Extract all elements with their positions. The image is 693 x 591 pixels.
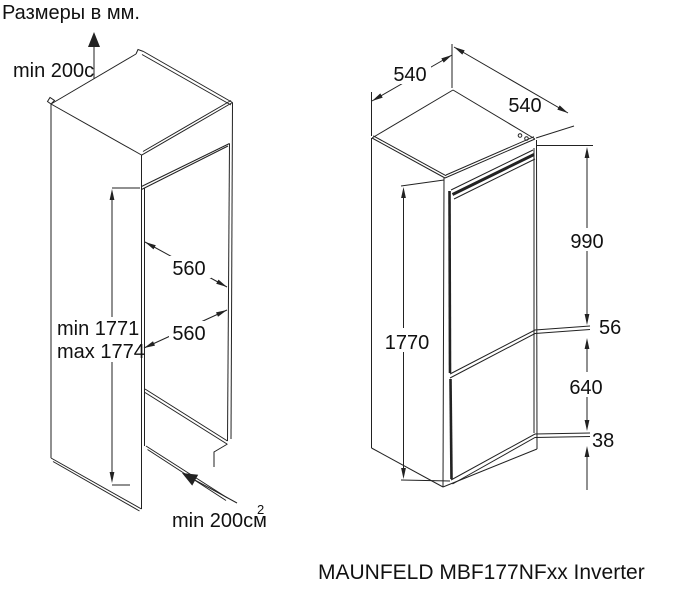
arrow-up-icon — [401, 187, 406, 198]
refrigerator-drawing — [371, 89, 591, 488]
arrow-upleft-icon — [454, 47, 465, 55]
arrow-upright-icon — [441, 55, 452, 63]
appliance-height-label: 1770 — [385, 332, 430, 354]
arrow-up-icon — [584, 147, 590, 158]
divider-gap-label: 56 — [599, 317, 621, 339]
page-title: Размеры в мм. — [2, 2, 140, 24]
arrow-up-icon — [584, 446, 590, 457]
appliance-width-label: 540 — [508, 95, 541, 117]
top-clearance-label: min 200c — [13, 60, 94, 82]
arrow-up-icon — [109, 189, 115, 200]
arrow-down-icon — [109, 472, 115, 483]
arrow-down-icon — [584, 420, 590, 431]
arrow-downright-icon — [557, 105, 568, 113]
arrow-up-icon — [584, 338, 590, 349]
appliance-depth-dimension — [371, 44, 453, 136]
arrow-upright-icon — [216, 310, 227, 317]
arrow-down-icon — [584, 314, 590, 325]
arrow-downright-icon — [216, 279, 227, 287]
bottom-vent-label: min 200см — [172, 510, 267, 532]
bottom-vent-sup: 2 — [257, 502, 264, 517]
niche-width-label: 560 — [172, 323, 205, 345]
freezer-door-height-label: 640 — [569, 377, 602, 399]
arrow-upleft-icon — [182, 473, 199, 486]
model-caption: MAUNFELD MBF177NFxx Inverter — [318, 561, 645, 584]
appliance-width-dimension — [453, 46, 575, 139]
bottom-vent-dimension — [182, 473, 238, 504]
niche-height-min-label: min 1771 — [57, 318, 139, 340]
arrow-up-icon — [88, 32, 100, 47]
fridge-door-height-label: 990 — [570, 231, 603, 253]
hinge-cover-icon — [517, 133, 523, 138]
plinth-gap-label: 38 — [592, 430, 614, 452]
arrow-downleft-icon — [372, 93, 383, 101]
cabinet-niche-drawing — [46, 48, 233, 512]
appliance-depth-label: 540 — [393, 64, 426, 86]
door-dimensions — [537, 145, 593, 490]
arrow-down-icon — [401, 468, 406, 479]
arrow-downleft-icon — [144, 341, 155, 348]
hinge-cover-icon — [524, 136, 529, 141]
niche-depth-label: 560 — [172, 258, 205, 280]
arrow-upleft-icon — [145, 242, 156, 250]
niche-height-max-label: max 1774 — [57, 341, 145, 363]
top-clearance-dimension — [88, 32, 100, 79]
